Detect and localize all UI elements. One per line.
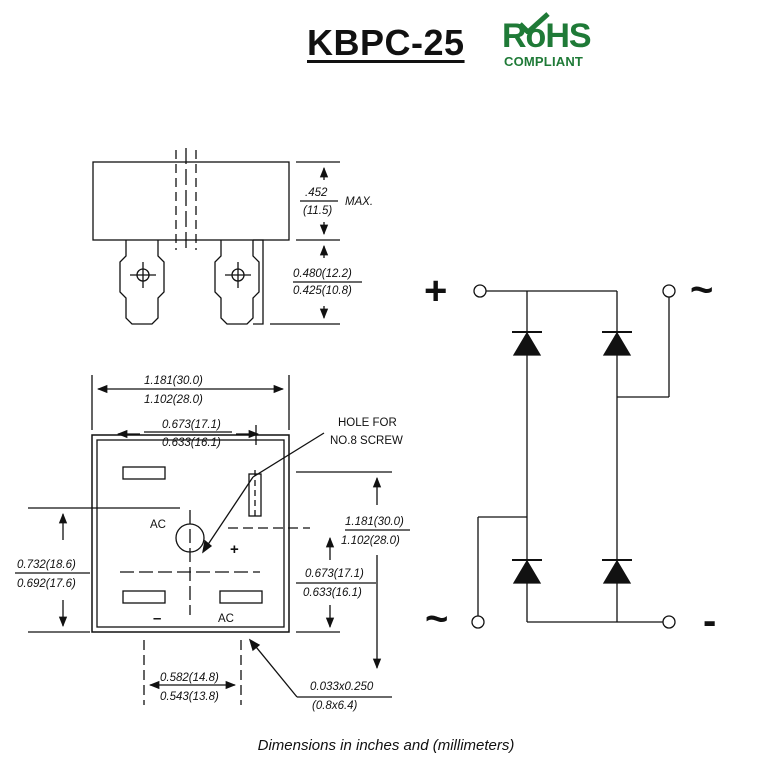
right-height-top: 1.181(30.0) — [345, 516, 404, 528]
hole-label-line2: NO.8 SCREW — [330, 435, 403, 447]
plus-label-package: + — [230, 541, 239, 558]
terminal-minus — [662, 615, 676, 629]
side-body — [92, 161, 290, 241]
top-width-bottom: 1.102(28.0) — [144, 394, 203, 406]
diode-d1 — [512, 331, 542, 356]
terminal-plus — [473, 284, 487, 298]
top-body-outer — [91, 434, 290, 633]
caption: Dimensions in inches and (millimeters) — [257, 737, 515, 754]
top-width-top: 1.181(30.0) — [144, 375, 203, 387]
hole-label-line1: HOLE FOR — [338, 417, 397, 429]
top-view — [15, 375, 410, 705]
terminal-ac-right — [662, 284, 676, 298]
schematic-ac-left: ~ — [425, 597, 448, 641]
top-inner-top: 0.673(17.1) — [162, 419, 221, 431]
bottom-width-bottom: 0.543(13.8) — [160, 691, 219, 703]
top-inner-bottom: 0.633(16.1) — [162, 437, 221, 449]
ac-label-top: AC — [150, 519, 166, 531]
rohs-mark: RoHS — [502, 17, 592, 55]
side-height-top: .452 — [305, 187, 328, 199]
lead-size-bottom: (0.8x6.4) — [312, 700, 358, 712]
right-pin-bottom: 0.633(16.1) — [303, 587, 362, 599]
side-height-bottom: (11.5) — [303, 205, 332, 217]
ac-label-bottom: AC — [218, 613, 234, 625]
minus-label-package: – — [153, 610, 161, 627]
terminal-ac-left — [471, 615, 485, 629]
lead-size-top: 0.033x0.250 — [310, 681, 374, 693]
schematic-ac-right: ~ — [690, 268, 713, 312]
side-lead-top: 0.480(12.2) — [293, 268, 352, 280]
terminal-top-left — [122, 466, 166, 480]
left-height-bottom: 0.692(17.6) — [17, 578, 76, 590]
right-height-bottom: 1.102(28.0) — [341, 535, 400, 547]
right-pin-top: 0.673(17.1) — [305, 568, 364, 580]
page-title: KBPC-25 — [307, 22, 465, 63]
check-icon — [518, 12, 550, 34]
side-lead-bottom: 0.425(10.8) — [293, 285, 352, 297]
diode-d2 — [602, 331, 632, 356]
side-view — [92, 148, 362, 325]
rohs-logo: RoHS COMPLIANT — [502, 12, 597, 70]
schematic-plus: + — [424, 269, 447, 313]
side-height-note: MAX. — [345, 196, 373, 208]
bottom-width-top: 0.582(14.8) — [160, 672, 219, 684]
lead-left — [119, 240, 165, 325]
rohs-compliant-label: COMPLIANT — [504, 54, 584, 69]
bridge-schematic — [471, 284, 676, 629]
lead-right — [214, 240, 260, 325]
terminal-bottom-left — [122, 590, 166, 604]
diode-d3 — [512, 559, 542, 584]
diode-d4 — [602, 559, 632, 584]
terminal-bottom-right — [219, 590, 263, 604]
schematic-minus: - — [703, 599, 716, 643]
top-body-inner — [96, 439, 285, 628]
left-height-top: 0.732(18.6) — [17, 559, 76, 571]
